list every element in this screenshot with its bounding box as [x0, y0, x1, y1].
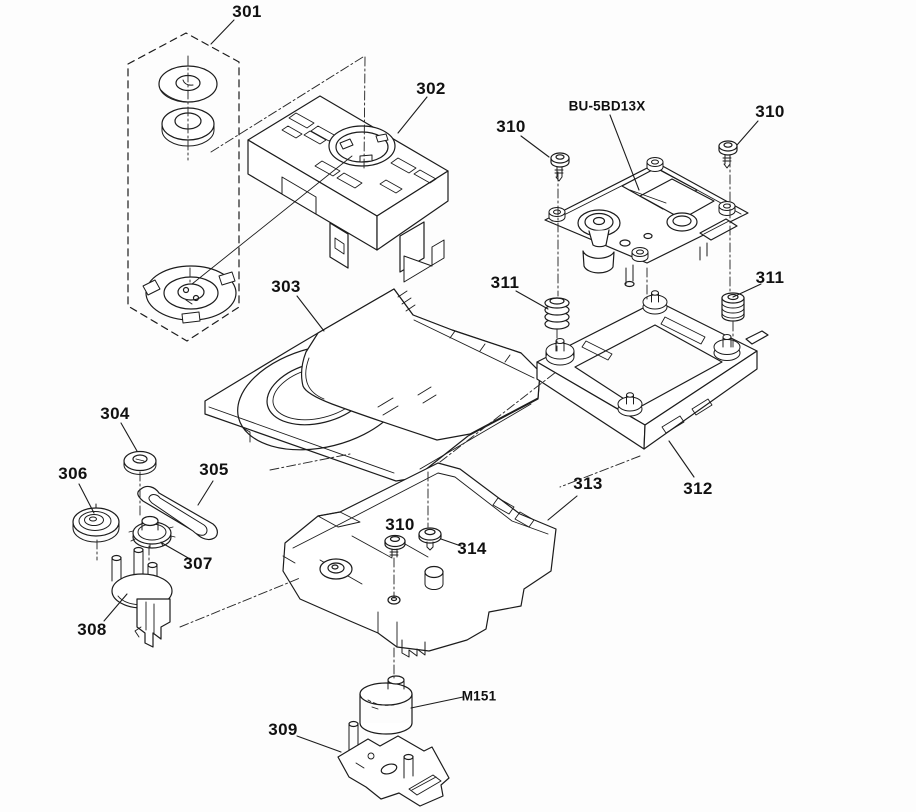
leader-308	[103, 593, 128, 622]
part-label-310-left: 310	[496, 117, 526, 136]
part-label-308: 308	[77, 620, 107, 639]
leader-307	[161, 542, 191, 560]
screw-310-center	[384, 534, 406, 558]
part-label-309: 309	[268, 720, 298, 739]
leader-310-left	[520, 135, 550, 158]
bracket-309	[337, 720, 450, 807]
leader-bu	[609, 114, 640, 191]
part-label-302: 302	[416, 79, 446, 98]
leader-lines	[78, 19, 762, 753]
leader-302	[397, 96, 428, 134]
part-label-306: 306	[58, 464, 88, 483]
part-label-311-left: 311	[490, 273, 520, 292]
leader-314	[440, 538, 462, 547]
leader-301	[210, 19, 235, 45]
part-label-303: 303	[271, 277, 301, 296]
screw-310-left	[550, 152, 570, 182]
leader-313	[547, 495, 578, 521]
leader-311-right	[732, 283, 762, 298]
part-label-312: 312	[683, 479, 713, 498]
frame-312	[536, 290, 769, 450]
leader-310-right	[736, 120, 759, 146]
leader-305	[197, 480, 214, 506]
screw-310-right	[718, 140, 738, 169]
belt-305	[137, 485, 218, 541]
pulley-304	[123, 450, 157, 475]
clamper-assembly-301	[127, 32, 240, 342]
part-label-bu-model: BU-5BD13X	[568, 98, 646, 114]
leader-312	[668, 440, 695, 478]
part-label-307: 307	[183, 554, 213, 573]
part-label-313: 313	[573, 474, 603, 493]
leader-309	[296, 735, 342, 753]
part-label-304: 304	[100, 404, 130, 423]
gear-307	[128, 515, 176, 549]
leader-306	[78, 483, 95, 514]
spring-311-left	[544, 297, 570, 330]
cover-302	[247, 95, 449, 283]
pickup-unit-bu5bd13x	[544, 157, 749, 288]
leader-304	[120, 422, 138, 452]
leader-m151	[410, 696, 464, 709]
part-label-310-center: 310	[385, 515, 415, 534]
part-label-314: 314	[457, 539, 487, 558]
assembly-axis-lines	[96, 55, 734, 679]
part-label-311-right: 311	[755, 268, 785, 287]
part-label-301: 301	[232, 2, 262, 21]
part-label-310-right: 310	[755, 102, 785, 121]
part-label-305: 305	[199, 460, 229, 479]
tray-303	[204, 288, 541, 482]
leader-311-left	[515, 290, 549, 310]
clamper-to-cover-axis	[191, 155, 353, 285]
holder-308	[111, 546, 173, 648]
flywheel-306	[72, 503, 120, 543]
grommet-311-right	[721, 292, 745, 322]
chassis-313	[282, 462, 557, 658]
leader-303	[296, 295, 325, 332]
motor-m151	[359, 675, 413, 735]
part-label-motor: M151	[461, 688, 497, 704]
screw-314	[418, 527, 442, 551]
